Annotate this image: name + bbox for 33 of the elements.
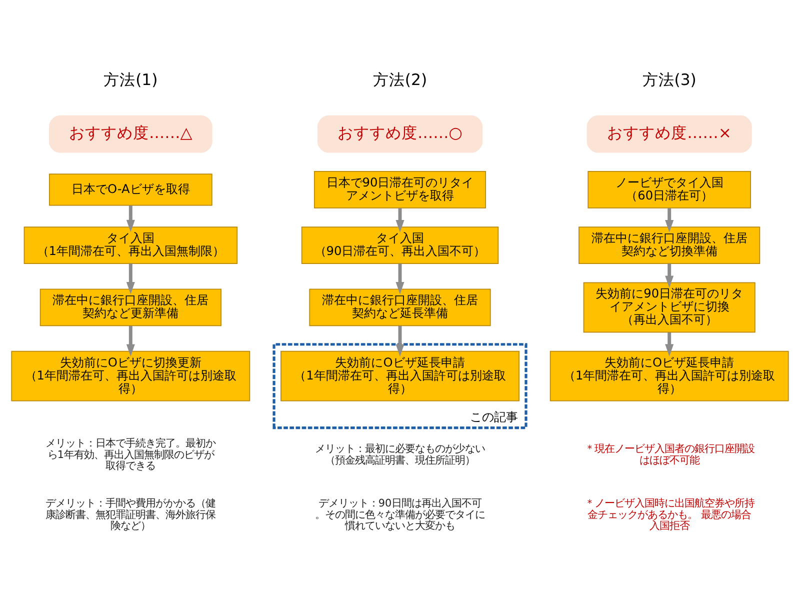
label: 方法(1) — [104, 70, 158, 89]
node-box: 失効前に90日滞在可のリタイアメントビザに切換 （再出入国不可） — [583, 282, 756, 333]
arrow — [126, 206, 135, 232]
node-label: ＊現在ノービザ入国者の銀行口座開設はほぼ不可能 — [584, 443, 754, 466]
arrow — [665, 264, 674, 288]
node-label: メリット：日本で手続き完了。最初から1年有効、再出入国無制限のビザが取得できる — [46, 438, 216, 472]
arrow — [396, 208, 404, 232]
node-label: デメリット：手間や費用がかかる（健康診断書、無犯罪証明書、海外旅行保険など） — [46, 498, 216, 532]
node-box: おすすめ度……△ — [48, 115, 212, 153]
label: 方法(3) — [642, 70, 696, 89]
node-label: ＊ノービザ入国時に出国航空券や所持金チェックがあるかも。 最悪の場合入国拒否 — [584, 498, 754, 532]
arrow — [126, 264, 135, 294]
label: 方法(2) — [372, 70, 428, 89]
node-box: タイ入国 （90日滞在可、再出入国不可） — [301, 226, 499, 264]
arrow — [396, 326, 404, 356]
node-box: タイ入国 （1年間滞在可、再出入国無制限） — [24, 226, 238, 264]
node-box: 失効前にOビザ延長申請 （1年間滞在可、再出入国許可は別途取得） — [280, 350, 520, 402]
arrow — [126, 326, 135, 356]
node-label: デメリット：90日間は再出入国不可。その間に色々な準備が必要でタイに慣れていないと大変かも — [315, 498, 485, 532]
node-box: 失効前にOビザ延長申請 （1年間滞在可、再出入国許可は別途取得） — [550, 350, 789, 402]
node-box: ノービザでタイ入国 （60日滞在可） — [588, 171, 752, 208]
node-box: 日本で90日滞在可のリタイアメントビザを取得 — [314, 171, 486, 208]
arrow — [396, 264, 404, 294]
node-box: 失効前にOビザに切換更新 （1年間滞在可、再出入国許可は別途取得） — [11, 350, 250, 402]
node-box: 日本でO-Aビザを取得 — [48, 174, 212, 206]
arrow — [665, 208, 674, 232]
node-box: 滞在中に銀行口座開設、住居契約など切換準備 — [578, 226, 760, 264]
node-box: 滞在中に銀行口座開設、住居契約など延長準備 — [309, 288, 491, 326]
arrow — [665, 332, 674, 356]
node-box: おすすめ度……○ — [317, 115, 483, 153]
node-box: 滞在中に銀行口座開設、住居契約など更新準備 — [40, 288, 222, 326]
node-box: おすすめ度……× — [586, 115, 752, 153]
node-label: メリット：最初に必要なものが少ない（預金残高証明書、現住所証明） — [315, 443, 485, 466]
